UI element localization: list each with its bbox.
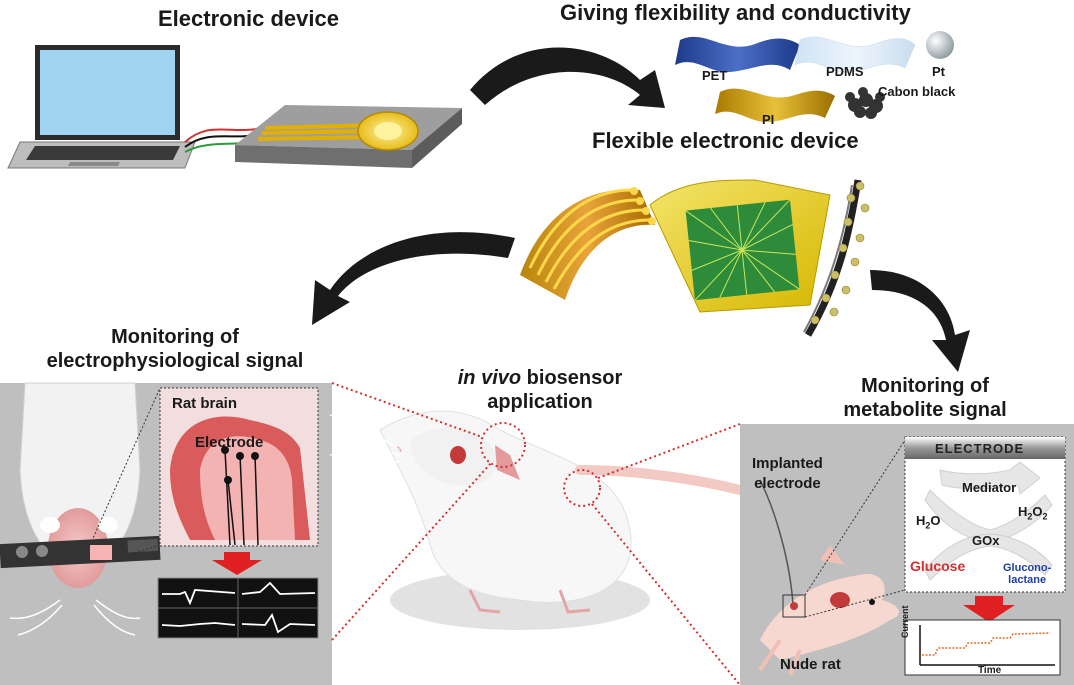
h2o2-sub2: 2 [1042, 511, 1048, 522]
label-glucono-line2: lactane [1008, 574, 1047, 586]
h2o2-sub1: 2 [1027, 511, 1033, 522]
label-time-axis: Time [978, 665, 1002, 676]
label-gluconolactane: Glucono- lactane [1003, 562, 1051, 586]
label-invivo-rest: biosensor [521, 367, 623, 389]
ephys-panel [0, 382, 332, 685]
arrow-to-ephys [312, 232, 515, 325]
arrow-to-materials [470, 47, 665, 108]
label-monitoring-ephys: Monitoring of electrophysiological signa… [30, 325, 320, 373]
label-monitoring-metab-line2: metabolite signal [843, 399, 1007, 421]
label-monitoring-metabolite: Monitoring of metabolite signal [800, 374, 1050, 422]
label-implanted-electrode: Implanted electrode [752, 454, 823, 494]
label-invivo-line2: application [487, 391, 593, 413]
microelectrode-array-chip [649, 179, 831, 313]
label-implanted-line1: Implanted [752, 455, 823, 472]
fiber-electrode [803, 179, 870, 337]
label-invivo-application: in vivo biosensor application [440, 366, 640, 414]
label-pdms: PDMS [826, 64, 864, 79]
label-carbon-black: Cabon black [878, 84, 956, 99]
label-invivo-line1: in vivo biosensor [440, 366, 640, 390]
arrow-to-metabolite [870, 270, 970, 372]
label-nude-rat: Nude rat [780, 656, 841, 673]
pi-ribbon [715, 88, 835, 123]
label-monitoring-ephys-line2: electrophysiological signal [46, 350, 304, 372]
label-electrode-header: ELECTRODE [935, 441, 1025, 456]
label-pt: Pt [932, 64, 945, 79]
curved-flexible-electrode [520, 187, 656, 300]
label-mediator: Mediator [962, 480, 1017, 495]
label-monitoring-ephys-line1: Monitoring of [111, 326, 239, 348]
label-rat-brain: Rat brain [172, 395, 238, 412]
label-glucono-line1: Glucono- [1003, 562, 1052, 574]
electronic-device-board [235, 105, 462, 168]
label-h2o2: H2O2 [1018, 504, 1048, 522]
label-monitoring-metab-line1: Monitoring of [861, 375, 989, 397]
h2o-h: H [916, 513, 926, 528]
platinum-sphere [926, 31, 954, 59]
label-implanted-line2: electrode [754, 475, 821, 492]
label-glucose: Glucose [910, 558, 966, 574]
h2o-sub: 2 [925, 520, 931, 531]
h2o2-o: O [1032, 504, 1043, 519]
pdms-ribbon [794, 36, 916, 73]
center-rat-illustration [329, 382, 745, 685]
label-current-axis: Current [900, 605, 910, 638]
label-electrode: Electrode [195, 434, 264, 451]
carbon-black-pile [845, 87, 885, 119]
metabolite-panel [740, 424, 1074, 685]
laptop-illustration [7, 45, 196, 169]
label-gox: GOx [972, 533, 1000, 548]
label-h2o: H2O [916, 513, 941, 531]
label-giving-flexibility: Giving flexibility and conductivity [560, 0, 911, 25]
label-invivo-italic: in vivo [457, 367, 522, 389]
label-electronic-device: Electronic device [158, 6, 339, 31]
h2o-o: O [930, 513, 941, 528]
h2o2-h: H [1018, 504, 1028, 519]
label-pi: PI [762, 112, 775, 127]
pet-ribbon [675, 36, 800, 73]
label-flexible-device: Flexible electronic device [592, 128, 859, 153]
label-pet: PET [702, 68, 728, 83]
